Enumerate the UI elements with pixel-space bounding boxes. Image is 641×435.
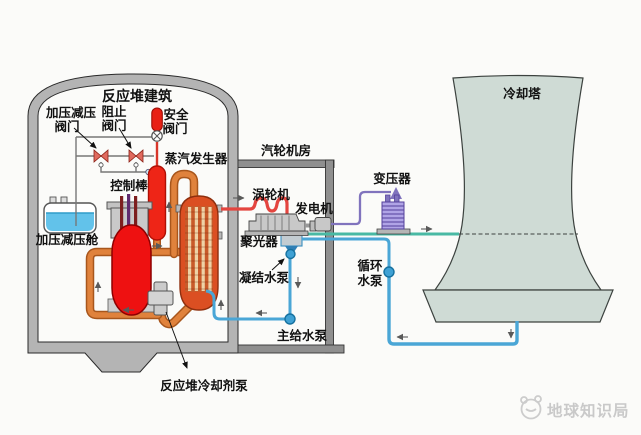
cooling-tower-label: 冷却塔 (503, 86, 541, 101)
relief-valve-icon (93, 149, 109, 163)
feedwater-pump-label: 主给水泵 (277, 328, 328, 343)
generator-label: 发电机 (294, 201, 333, 216)
reactor-coolant-pump-label: 反应堆冷却剂泵 (160, 378, 248, 393)
valve-stem-left (98, 162, 104, 168)
label-arrows (73, 127, 285, 369)
brand-logo-icon (520, 395, 542, 420)
steam-generator (175, 195, 223, 311)
transformer-icon (376, 194, 411, 235)
cooling-tower-basin (422, 289, 614, 323)
control-rod (120, 196, 124, 234)
circulating-pump-icon (383, 266, 395, 278)
turbine-hall (237, 159, 345, 354)
transformer-label: 变压器 (373, 171, 411, 186)
turbine-label: 涡轮机 (252, 187, 290, 202)
main-steam-line (221, 196, 289, 216)
brand-watermark-text: 地球知识局 (547, 401, 630, 420)
circulating-return-line (387, 277, 519, 346)
condensate-pump-label: 凝结水泵 (239, 270, 290, 285)
primary-loop-pipes (85, 169, 201, 329)
cooling-tower (422, 74, 614, 323)
valve-stem-right (133, 162, 139, 168)
safety-valve-label-2: 阀门 (162, 121, 187, 136)
circulating-in-line (302, 237, 391, 267)
reactor-coolant-pump-icon (147, 281, 174, 316)
pressure-relief-tank (43, 196, 97, 234)
turbine-hall-right-wall (325, 159, 334, 354)
feedwater-pump-icon (284, 313, 296, 325)
safety-valve-label-1: 安全 (163, 107, 189, 122)
safety-valve-icon (151, 107, 163, 170)
containment-building (27, 73, 239, 373)
generator-icon (305, 217, 332, 232)
condensate-pump-icon (285, 248, 296, 260)
control-rods-label: 控制棒 (110, 178, 148, 193)
block-valves-label-2: 阀门 (101, 118, 126, 133)
condenser-label: 聚光器 (239, 234, 278, 249)
power-line (331, 190, 391, 226)
turbine-icon (244, 213, 309, 236)
circulating-pump-label-2: 水泵 (357, 273, 383, 288)
turbine-hall-floor (237, 344, 345, 354)
steam-generator-label: 蒸汽发生器 (165, 151, 228, 166)
block-valves-label-1: 阻止 (101, 104, 127, 119)
turbine-hall-label: 汽轮机房 (261, 143, 311, 158)
flow-arrows (94, 194, 515, 341)
containment-label: 反应堆建筑 (102, 88, 172, 104)
watermark: 地球知识局 (520, 395, 630, 420)
control-rod (127, 194, 131, 234)
relief-valves-label-1: 加压减压 (45, 105, 97, 120)
turbine-hall-roof (237, 159, 335, 168)
control-rod (134, 196, 138, 234)
relief-tank-label: 加压减压舱 (35, 232, 99, 247)
relief-valves-label-2: 阀门 (54, 119, 79, 134)
circulating-pump-label-1: 循环 (357, 258, 383, 273)
block-valve-icon (128, 149, 144, 163)
reactor-vessel (111, 224, 152, 316)
